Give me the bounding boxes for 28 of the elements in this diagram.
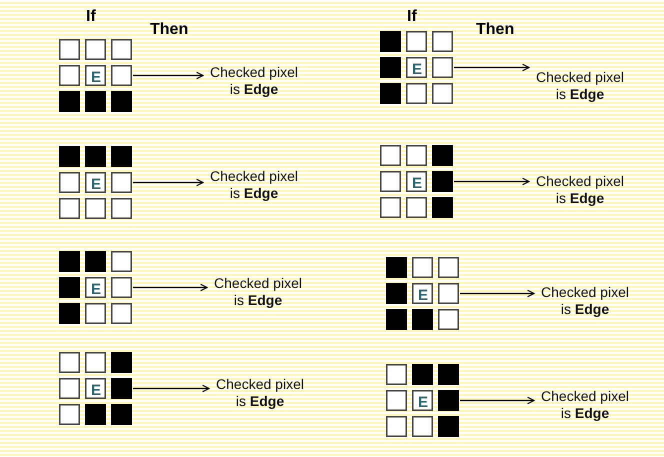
arrow — [133, 284, 208, 292]
center-pixel-label: E — [418, 288, 428, 303]
center-pixel-label: E — [91, 177, 102, 192]
center-pixel-label: E — [91, 282, 102, 297]
result-text: Checked pixel is Edge — [540, 388, 630, 422]
column-heading: Then — [476, 21, 514, 39]
arrow — [133, 72, 204, 80]
arrow — [460, 290, 535, 298]
arrow — [133, 384, 210, 392]
arrow — [133, 178, 204, 186]
arrow — [454, 178, 530, 186]
result-text: Checked pixel is Edge — [213, 275, 303, 309]
column-heading: Then — [150, 21, 188, 39]
center-pixel-label: E — [412, 62, 422, 77]
result-text: Checked pixel is Edge — [209, 64, 299, 98]
arrow — [460, 396, 535, 404]
result-text: Checked pixel is Edge — [209, 168, 299, 202]
center-pixel-label: E — [418, 395, 428, 410]
result-text: Checked pixel is Edge — [215, 376, 305, 410]
column-heading: If — [407, 8, 417, 26]
center-pixel-label: E — [91, 70, 102, 85]
arrow — [454, 64, 530, 72]
result-text: Checked pixel is Edge — [535, 69, 625, 103]
center-pixel-label: E — [412, 176, 422, 191]
result-text: Checked pixel is Edge — [535, 173, 625, 207]
result-text: Checked pixel is Edge — [540, 284, 630, 318]
column-heading: If — [86, 8, 96, 26]
center-pixel-label: E — [91, 383, 102, 398]
